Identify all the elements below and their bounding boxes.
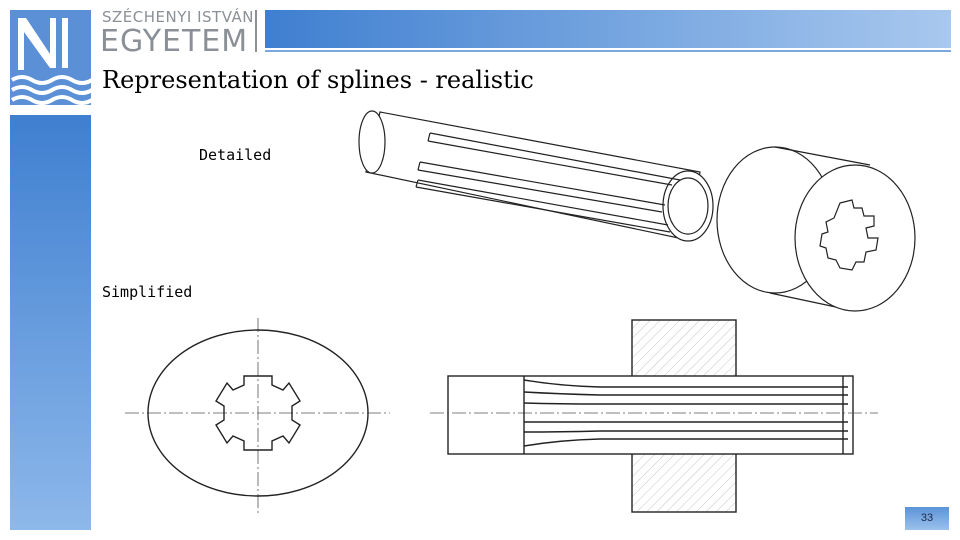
page-number: 33 [905, 507, 949, 530]
spline-end-view [125, 318, 390, 515]
university-name: SZÉCHENYI ISTVÁN EGYETEM [100, 6, 260, 59]
university-logo-icon [10, 10, 91, 105]
label-simplified: Simplified [102, 283, 193, 301]
spline-section-view [430, 319, 878, 513]
header-separator [255, 10, 257, 52]
university-name-line2: EGYETEM [100, 24, 249, 59]
slide-title: Representation of splines - realistic [102, 66, 534, 94]
university-name-line1: SZÉCHENYI ISTVÁN [102, 8, 254, 26]
spline-hub-3d [716, 146, 916, 312]
label-detailed: Detailed [199, 146, 272, 164]
spline-shaft-3d [358, 110, 714, 242]
header-banner [265, 10, 951, 48]
header-underline [265, 50, 951, 52]
left-accent-bar [10, 115, 91, 530]
